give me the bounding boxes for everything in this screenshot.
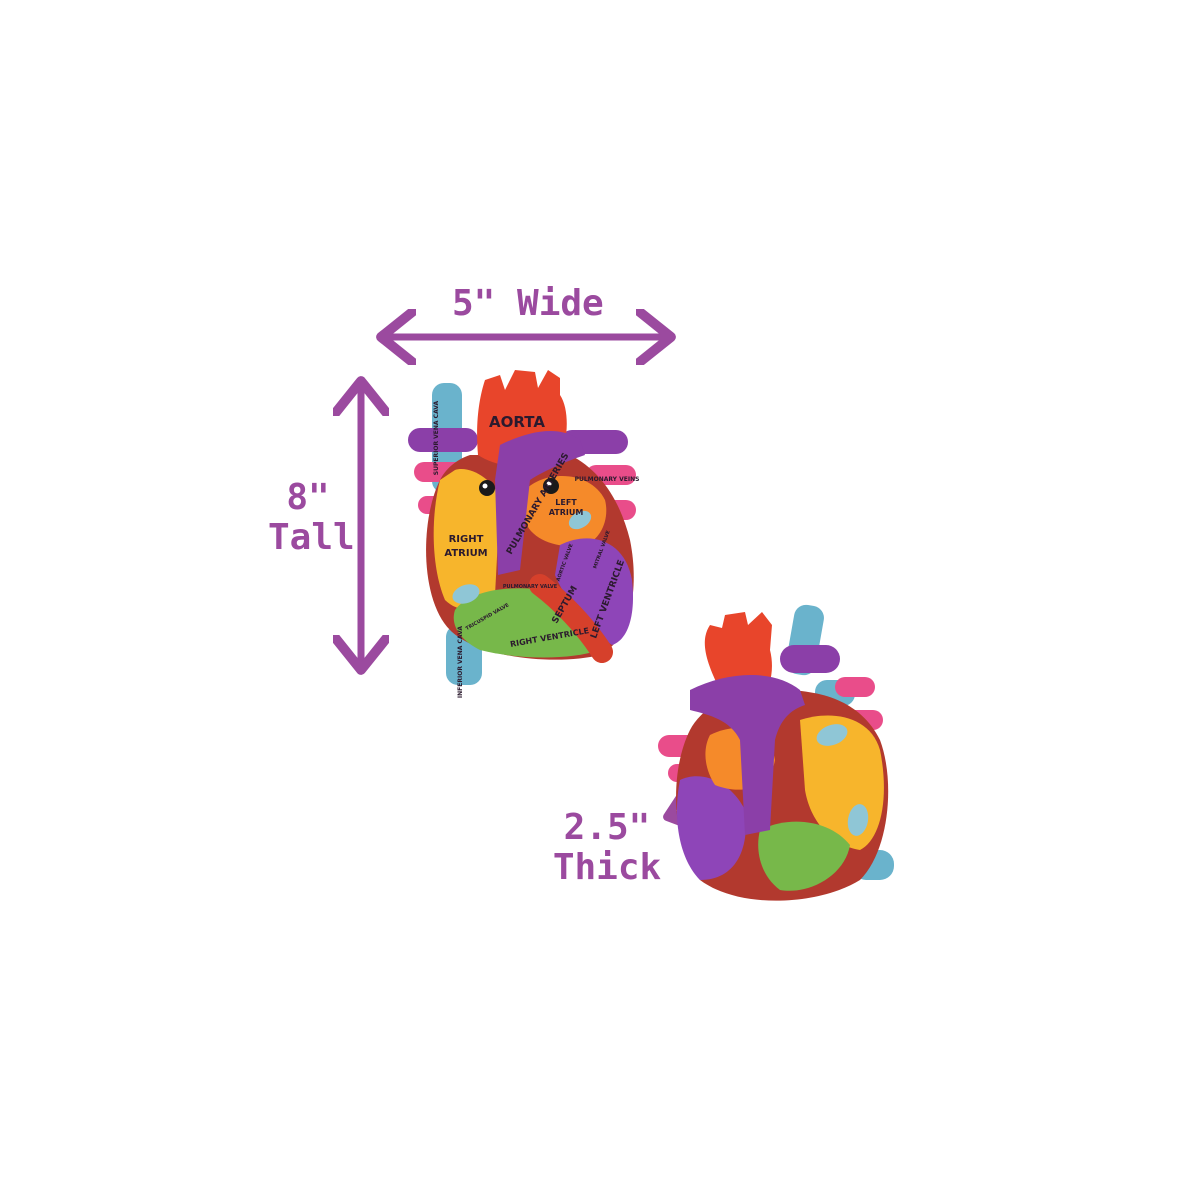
label-pulmonary-veins: PULMONARY VEINS [575, 476, 640, 483]
label-inferior-vena-cava: INFERIOR VENA CAVA [457, 626, 464, 698]
front-heart-plush: AORTA SUPERIOR VENA CAVA INFERIOR VENA C… [408, 370, 639, 698]
height-value-text: 8" [286, 477, 330, 518]
left-eye [479, 480, 495, 496]
label-left-atrium-line2: ATRIUM [549, 508, 584, 517]
label-right-atrium-line1: RIGHT [449, 534, 484, 545]
label-pulmonary-valve: PULMONARY VALVE [503, 584, 558, 590]
label-left-atrium-line1: LEFT [555, 498, 577, 507]
thickness-word-text: Thick [552, 847, 662, 888]
pulmonary-arteries-vessel [495, 430, 585, 575]
label-superior-vena-cava: SUPERIOR VENA CAVA [433, 400, 440, 475]
width-dimension-label: 5" Wide [452, 283, 604, 324]
back-heart-plush [658, 604, 894, 901]
height-word-text: Tall [268, 517, 355, 558]
right-eye [543, 478, 559, 494]
thickness-value-text: 2.5" [563, 807, 651, 848]
thickness-dimension-label: 2.5" Thick [552, 808, 662, 888]
label-right-atrium-line2: ATRIUM [444, 548, 487, 559]
height-dimension-label: 8" Tall [268, 477, 355, 558]
label-aorta: AORTA [489, 413, 545, 431]
